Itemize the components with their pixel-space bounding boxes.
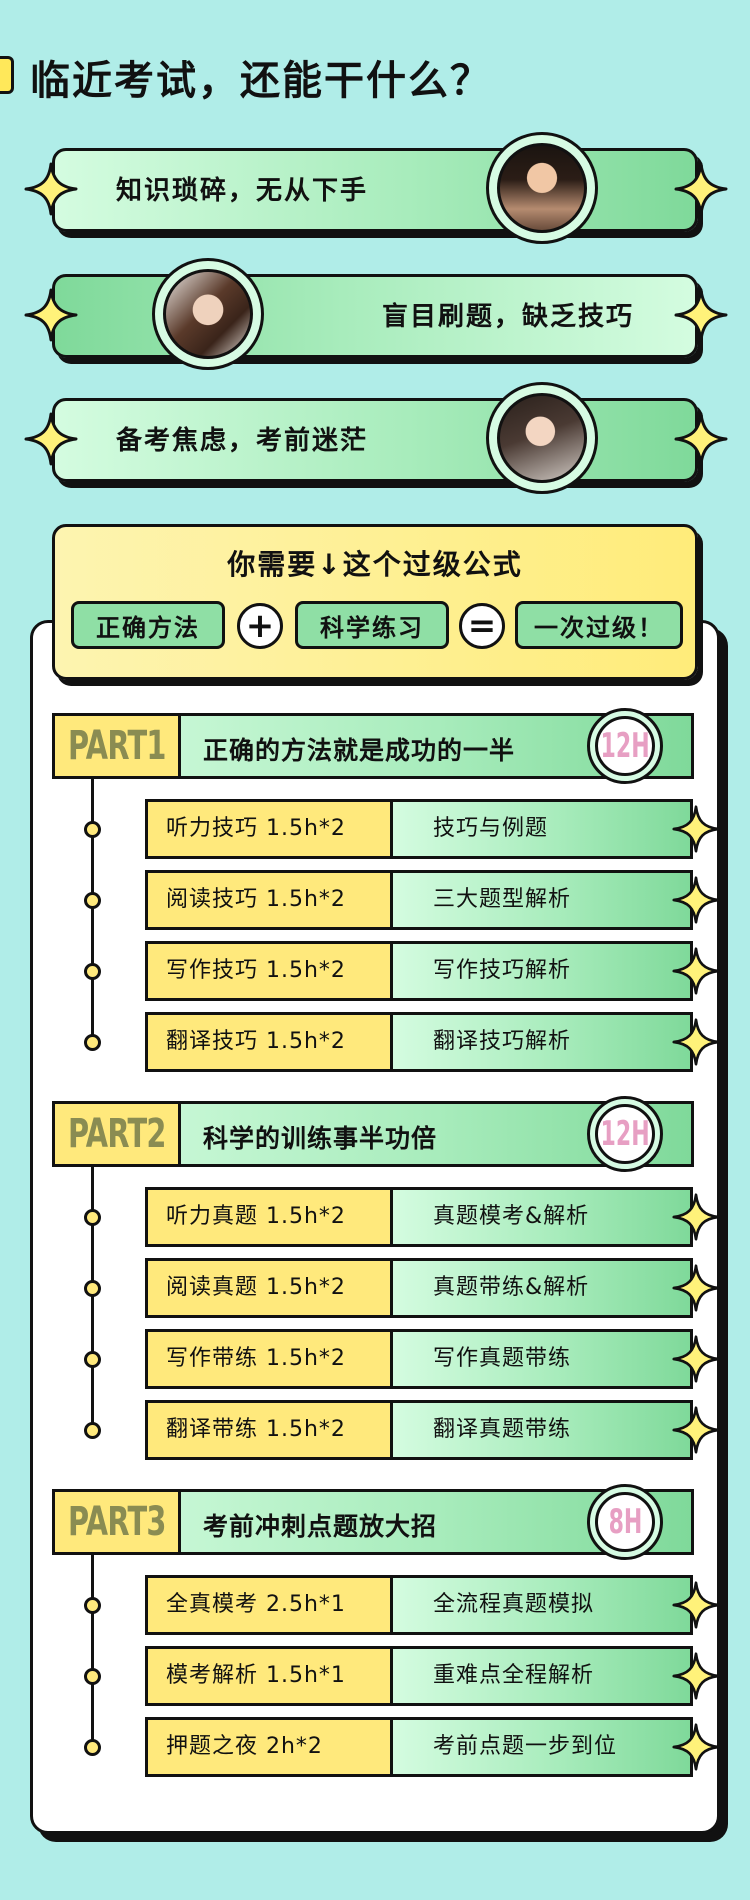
pain-point-banner: 备考焦虑，考前迷茫 — [52, 382, 698, 494]
part-header: PART2 科学的训练事半功倍 12H — [52, 1096, 694, 1172]
sparkle-icon — [672, 1581, 720, 1629]
sparkle-icon — [674, 162, 728, 216]
sparkle-icon — [24, 412, 78, 466]
avatar — [486, 382, 598, 494]
part-header: PART1 正确的方法就是成功的一半 12H — [52, 708, 694, 784]
hours-badge: 12H — [587, 1096, 663, 1172]
sparkle-icon — [24, 162, 78, 216]
timeline-dot — [84, 1668, 101, 1685]
avatar — [486, 132, 598, 244]
lesson-topic: 写作带练 1.5h*2 — [148, 1332, 393, 1386]
formula-term-method: 正确方法 — [71, 601, 225, 649]
formula-title: 你需要↓这个过级公式 — [227, 548, 523, 581]
lesson-topic: 阅读技巧 1.5h*2 — [148, 873, 393, 927]
title-accent-bar — [0, 56, 14, 94]
lesson-content: 真题模考&解析 — [393, 1190, 690, 1244]
lesson-content: 考前点题一步到位 — [393, 1720, 690, 1774]
sparkle-icon — [672, 805, 720, 853]
lesson-row: 全真模考 2.5h*1 全流程真题模拟 — [145, 1575, 693, 1635]
page-title: 临近考试，还能干什么？ — [30, 58, 492, 104]
formula-result: 一次过级！ — [515, 601, 683, 649]
part-title: 考前冲刺点题放大招 — [203, 1512, 438, 1541]
timeline-dot — [84, 821, 101, 838]
sparkle-icon — [672, 1264, 720, 1312]
hours-badge: 12H — [587, 708, 663, 784]
timeline-dot — [84, 1280, 101, 1297]
timeline-dot — [84, 1209, 101, 1226]
lesson-content: 写作技巧解析 — [393, 944, 690, 998]
timeline-line — [91, 1167, 94, 1431]
lesson-content: 技巧与例题 — [393, 802, 690, 856]
lesson-row: 阅读真题 1.5h*2 真题带练&解析 — [145, 1258, 693, 1318]
lesson-topic: 模考解析 1.5h*1 — [148, 1649, 393, 1703]
formula-term-practice: 科学练习 — [295, 601, 449, 649]
lesson-row: 押题之夜 2h*2 考前点题一步到位 — [145, 1717, 693, 1777]
lesson-row: 模考解析 1.5h*1 重难点全程解析 — [145, 1646, 693, 1706]
sparkle-icon — [672, 1018, 720, 1066]
formula-box: 你需要↓这个过级公式 正确方法 + 科学练习 = 一次过级！ — [52, 524, 698, 680]
timeline-dot — [84, 1034, 101, 1051]
sparkle-icon — [672, 1652, 720, 1700]
part-label: PART1 — [55, 716, 181, 776]
pain-point-banner: 盲目刷题，缺乏技巧 — [52, 258, 698, 370]
sparkle-icon — [674, 288, 728, 342]
pain-point-text: 备考焦虑，考前迷茫 — [116, 426, 369, 456]
timeline-line — [91, 1555, 94, 1748]
timeline-dot — [84, 892, 101, 909]
part-title: 正确的方法就是成功的一半 — [203, 736, 516, 765]
sparkle-icon — [672, 1193, 720, 1241]
timeline-line — [91, 779, 94, 1043]
lesson-topic: 阅读真题 1.5h*2 — [148, 1261, 393, 1315]
lesson-topic: 听力真题 1.5h*2 — [148, 1190, 393, 1244]
hours-badge: 8H — [587, 1484, 663, 1560]
pain-point-banner: 知识琐碎，无从下手 — [52, 132, 698, 244]
lesson-content: 三大题型解析 — [393, 873, 690, 927]
lesson-content: 重难点全程解析 — [393, 1649, 690, 1703]
lesson-content: 全流程真题模拟 — [393, 1578, 690, 1632]
equals-icon: = — [459, 603, 505, 649]
part-label: PART2 — [55, 1104, 181, 1164]
sparkle-icon — [672, 1406, 720, 1454]
lesson-topic: 翻译技巧 1.5h*2 — [148, 1015, 393, 1069]
sparkle-icon — [674, 412, 728, 466]
lesson-row: 阅读技巧 1.5h*2 三大题型解析 — [145, 870, 693, 930]
lesson-content: 翻译技巧解析 — [393, 1015, 690, 1069]
part-label: PART3 — [55, 1492, 181, 1552]
lesson-row: 翻译带练 1.5h*2 翻译真题带练 — [145, 1400, 693, 1460]
pain-point-text: 知识琐碎，无从下手 — [116, 176, 369, 206]
sparkle-icon — [672, 947, 720, 995]
avatar — [152, 258, 264, 370]
lesson-row: 写作技巧 1.5h*2 写作技巧解析 — [145, 941, 693, 1001]
timeline-dot — [84, 1597, 101, 1614]
timeline-dot — [84, 1351, 101, 1368]
sparkle-icon — [672, 1335, 720, 1383]
timeline-dot — [84, 963, 101, 980]
lesson-row: 翻译技巧 1.5h*2 翻译技巧解析 — [145, 1012, 693, 1072]
part-title: 科学的训练事半功倍 — [203, 1124, 438, 1153]
timeline-dot — [84, 1739, 101, 1756]
lesson-row: 听力技巧 1.5h*2 技巧与例题 — [145, 799, 693, 859]
plus-icon: + — [237, 603, 283, 649]
lesson-row: 听力真题 1.5h*2 真题模考&解析 — [145, 1187, 693, 1247]
lesson-topic: 翻译带练 1.5h*2 — [148, 1403, 393, 1457]
sparkle-icon — [24, 288, 78, 342]
lesson-content: 真题带练&解析 — [393, 1261, 690, 1315]
lesson-content: 翻译真题带练 — [393, 1403, 690, 1457]
pain-point-text: 盲目刷题，缺乏技巧 — [381, 302, 634, 332]
sparkle-icon — [672, 876, 720, 924]
timeline-dot — [84, 1422, 101, 1439]
lesson-content: 写作真题带练 — [393, 1332, 690, 1386]
sparkle-icon — [672, 1723, 720, 1771]
lesson-topic: 全真模考 2.5h*1 — [148, 1578, 393, 1632]
lesson-row: 写作带练 1.5h*2 写作真题带练 — [145, 1329, 693, 1389]
lesson-topic: 听力技巧 1.5h*2 — [148, 802, 393, 856]
part-header: PART3 考前冲刺点题放大招 8H — [52, 1484, 694, 1560]
lesson-topic: 写作技巧 1.5h*2 — [148, 944, 393, 998]
lesson-topic: 押题之夜 2h*2 — [148, 1720, 393, 1774]
